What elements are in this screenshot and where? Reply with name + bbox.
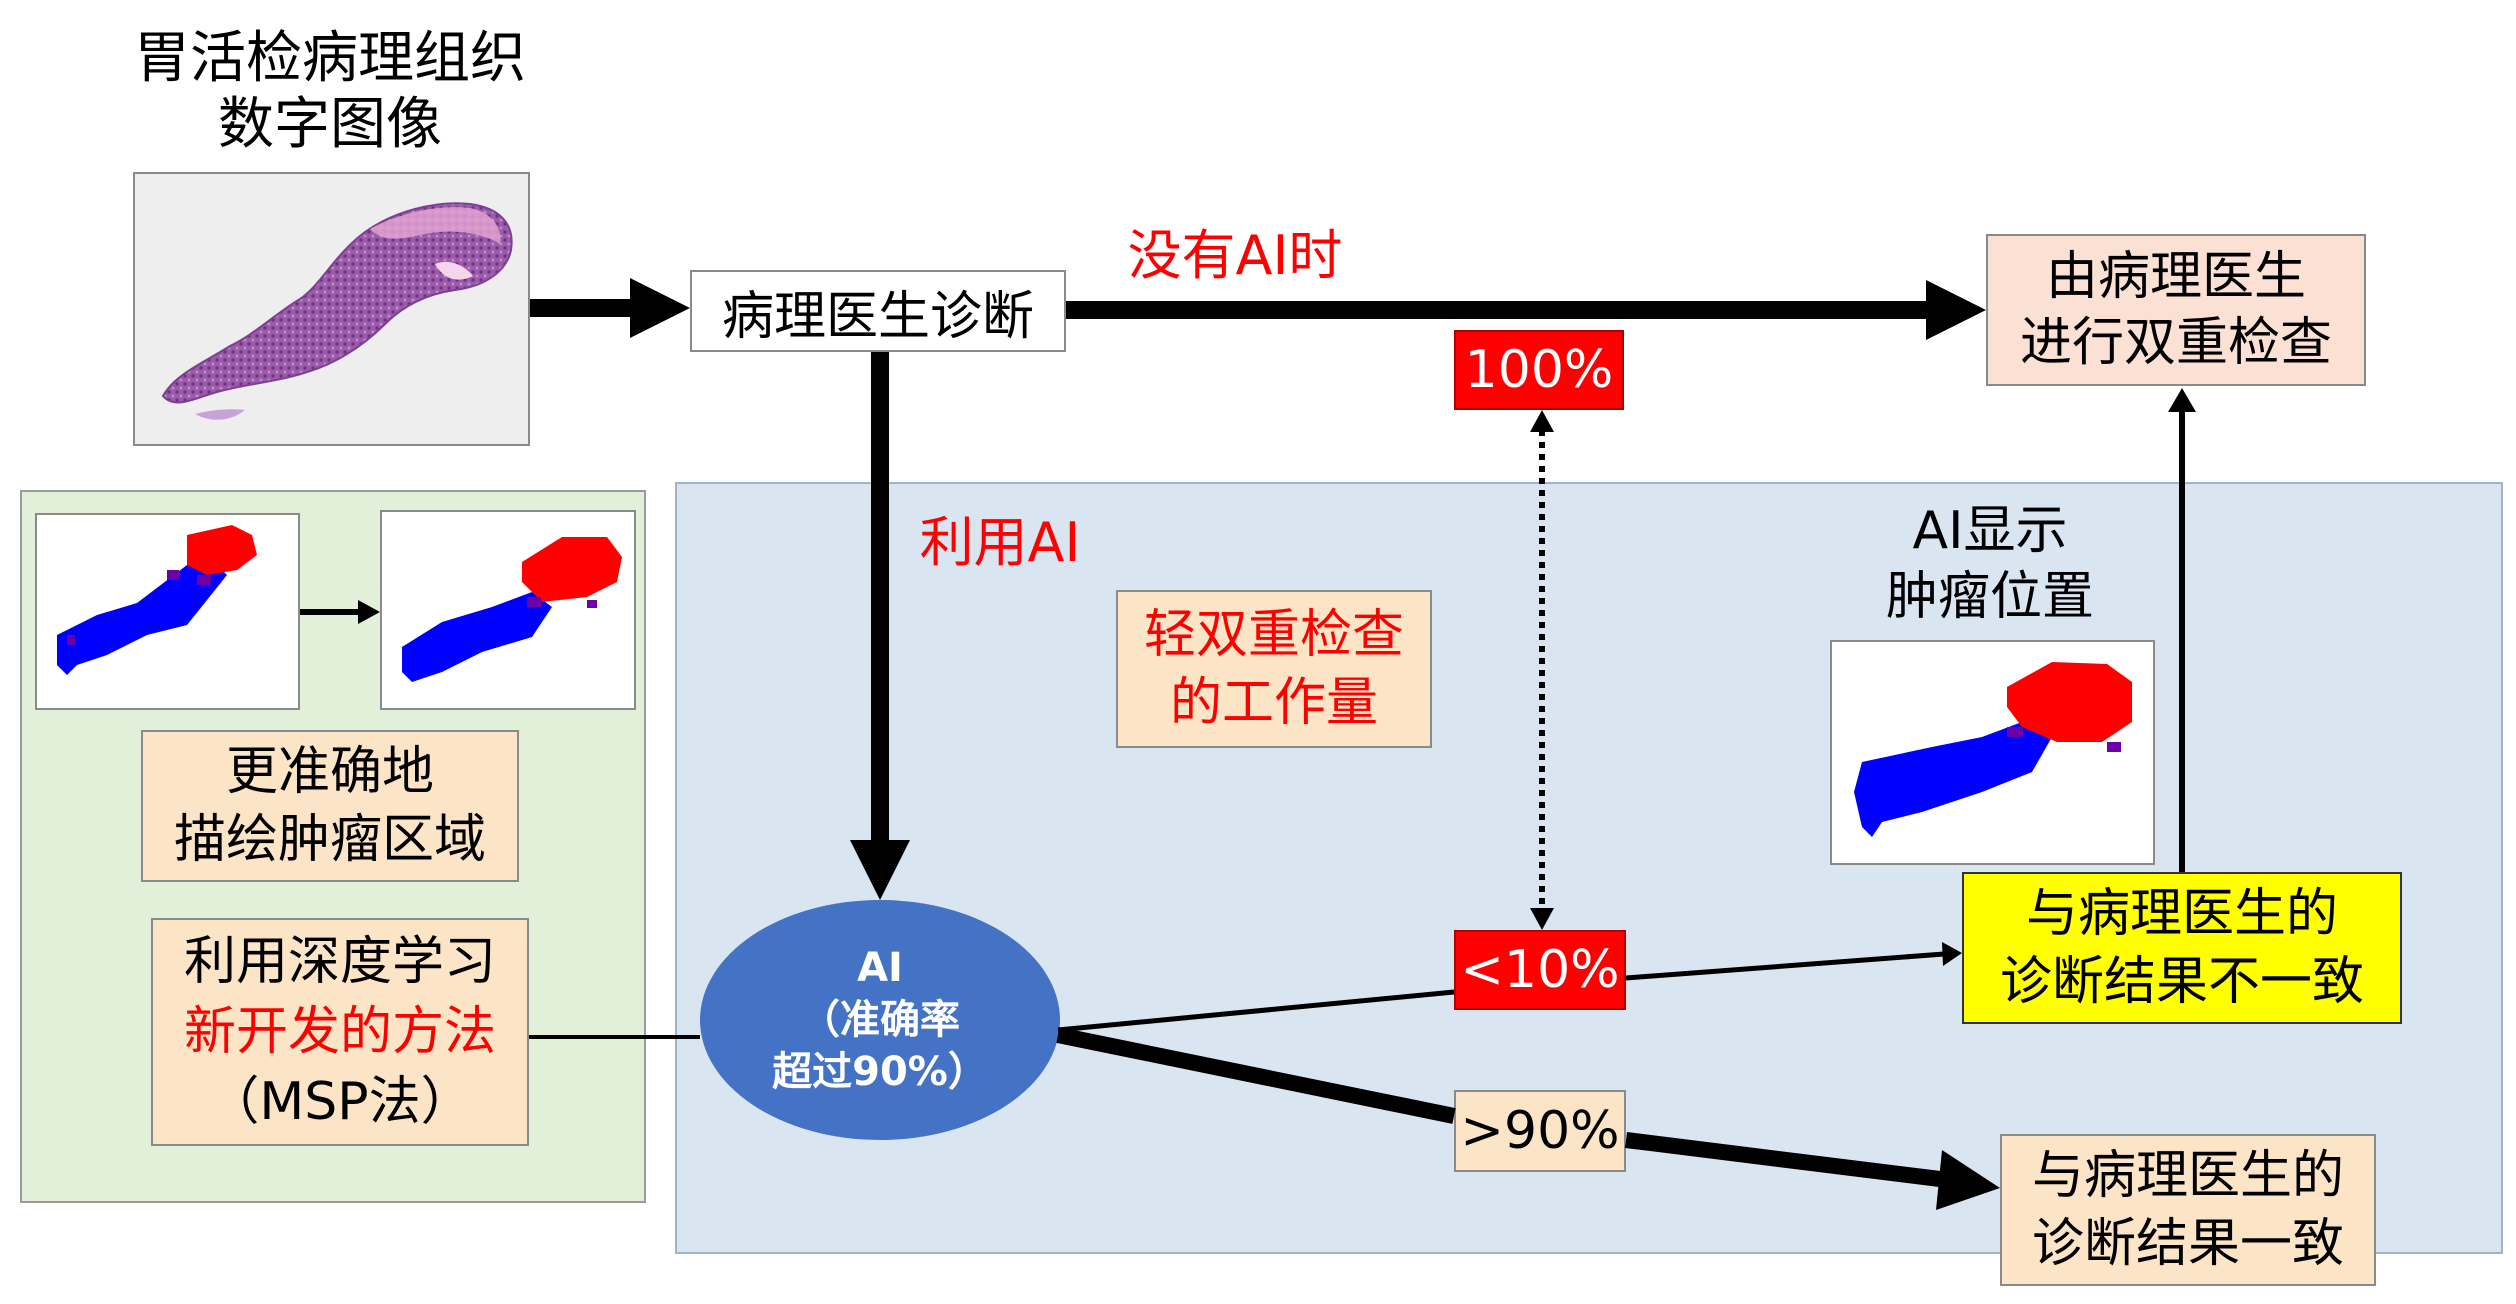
- mismatch-line1: 与病理医生的: [2025, 884, 2338, 944]
- percent-gt90-text: >90%: [1460, 1101, 1620, 1161]
- with-ai-text: 利用AI: [919, 510, 1081, 574]
- tissue-image: [133, 172, 530, 446]
- mismatch-box: 与病理医生的 诊断结果不一致: [1962, 872, 2402, 1024]
- double-check-box: 由病理医生 进行双重检查: [1986, 234, 2366, 386]
- percent-100-badge: 100%: [1454, 330, 1624, 410]
- tumor-map-after-graphic: [402, 537, 622, 682]
- diagnosis-label: 病理医生诊断: [721, 286, 1034, 347]
- percent-lt10-text: <10%: [1460, 940, 1620, 1000]
- ai-ellipse: AI （准确率 超过90%）: [700, 900, 1060, 1140]
- arrow-image-to-diagnosis: [530, 278, 690, 338]
- accuracy-box: 更准确地 描绘肿瘤区域: [141, 730, 519, 882]
- arrow-ai-to-match: [1056, 1027, 2000, 1210]
- percent-100-text: 100%: [1464, 340, 1614, 400]
- match-box: 与病理医生的 诊断结果一致: [2000, 1134, 2376, 1286]
- with-ai-label: 利用AI: [900, 497, 1100, 577]
- arrow-diagnosis-to-doublecheck: [1066, 280, 1986, 340]
- double-check-line1: 由病理医生: [2045, 247, 2306, 307]
- method-line1: 利用深度学习: [183, 932, 496, 992]
- tumor-map-after: [380, 510, 636, 710]
- without-ai-text: 没有AI时: [1127, 223, 1343, 287]
- tissue-graphic: [161, 202, 513, 420]
- tumor-map-before-graphic: [57, 525, 257, 675]
- arrow-dotted-100-to-10: [1530, 410, 1554, 930]
- accuracy-line1: 更准确地: [225, 742, 434, 802]
- method-box: 利用深度学习 新开发的方法 （MSP法）: [151, 918, 529, 1146]
- workload-line2: 的工作量: [1169, 673, 1378, 733]
- arrow-diagnosis-to-ai: [850, 352, 910, 900]
- ai-tumor-label: AI显示 肿瘤位置: [1820, 494, 2160, 634]
- source-title-line1: 胃活检病理组织: [134, 26, 526, 91]
- source-title-line2: 数字图像: [218, 92, 442, 157]
- arrow-mismatch-to-doublecheck: [2168, 388, 2196, 872]
- workload-box: 轻双重检查 的工作量: [1116, 590, 1432, 748]
- ai-tumor-map: [1830, 640, 2155, 865]
- percent-lt10-badge: <10%: [1454, 930, 1626, 1010]
- ai-tumor-line1: AI显示: [1912, 501, 2068, 561]
- accuracy-line2: 描绘肿瘤区域: [173, 810, 486, 870]
- mismatch-line2: 诊断结果不一致: [1999, 952, 2364, 1012]
- method-line3: （MSP法）: [207, 1072, 473, 1132]
- source-title: 胃活检病理组织 数字图像: [95, 22, 565, 162]
- match-line1: 与病理医生的: [2031, 1146, 2344, 1206]
- arrow-ai-to-mismatch: [1057, 942, 1962, 1033]
- arrow-map-before-to-after: [300, 600, 380, 624]
- double-check-line2: 进行双重检查: [2019, 313, 2332, 373]
- ai-tumor-line2: 肿瘤位置: [1885, 567, 2094, 627]
- workload-line1: 轻双重检查: [1143, 605, 1404, 665]
- without-ai-label: 没有AI时: [1105, 215, 1365, 287]
- ai-ellipse-line1: AI: [857, 945, 903, 991]
- diagnosis-box: 病理医生诊断: [690, 270, 1066, 352]
- ai-ellipse-line2: （准确率: [800, 997, 960, 1043]
- match-line2: 诊断结果一致: [2031, 1214, 2344, 1274]
- ai-tumor-map-graphic: [1854, 662, 2132, 837]
- ai-ellipse-line3: 超过90%）: [772, 1049, 988, 1095]
- method-line2: 新开发的方法: [183, 1002, 496, 1062]
- percent-gt90-badge: >90%: [1454, 1090, 1626, 1172]
- tumor-map-before: [35, 513, 300, 710]
